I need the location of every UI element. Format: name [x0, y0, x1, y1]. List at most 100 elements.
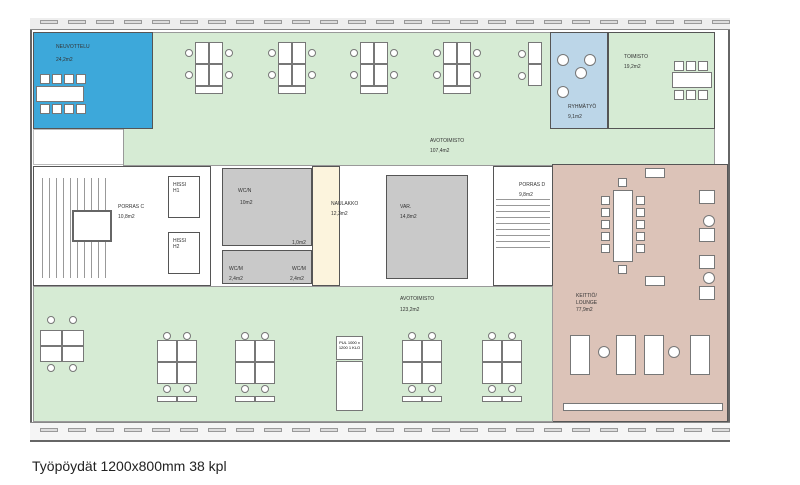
window — [488, 20, 506, 24]
chair — [636, 244, 645, 253]
chair — [163, 385, 171, 393]
window — [292, 428, 310, 432]
window — [124, 20, 142, 24]
window — [432, 428, 450, 432]
chair — [674, 90, 684, 100]
desk — [528, 64, 542, 86]
chair — [261, 332, 269, 340]
chair — [686, 61, 696, 71]
dining-table — [613, 190, 633, 262]
window — [600, 20, 618, 24]
chair — [408, 332, 416, 340]
wc-n-area: 10m2 — [240, 200, 253, 206]
window — [236, 20, 254, 24]
window — [348, 20, 366, 24]
chair — [674, 61, 684, 71]
window — [488, 428, 506, 432]
wc-small-area: 1,0m2 — [292, 240, 306, 246]
desk-return — [278, 86, 306, 94]
sofa — [644, 335, 664, 375]
armchair — [699, 286, 715, 300]
round-table — [575, 67, 587, 79]
window — [712, 428, 730, 432]
chair — [601, 208, 610, 217]
armchair — [699, 255, 715, 269]
window — [236, 428, 254, 432]
chair — [698, 90, 708, 100]
avotoimisto-bottom-name: AVOTOIMISTO — [400, 296, 435, 302]
lounge-chair — [557, 54, 569, 66]
desk — [502, 396, 522, 402]
desk — [195, 42, 209, 64]
chair — [473, 71, 481, 79]
desk — [255, 340, 275, 362]
room-ryhmatyo — [550, 32, 608, 129]
chair — [390, 49, 398, 57]
room-wc-m — [222, 250, 312, 284]
chair — [47, 316, 55, 324]
chair — [601, 244, 610, 253]
window — [600, 428, 618, 432]
window — [96, 428, 114, 432]
window — [180, 20, 198, 24]
desk — [292, 64, 306, 86]
armchair — [699, 228, 715, 242]
window — [460, 20, 478, 24]
hissi-1-code: H1 — [173, 188, 180, 194]
desk-return — [443, 86, 471, 94]
wc-n-name: WC/N — [238, 188, 252, 194]
window — [292, 20, 310, 24]
room-hissi-1 — [168, 176, 200, 218]
neuvottelu-name: NEUVOTTELU — [56, 44, 90, 50]
room-keittio — [552, 164, 728, 422]
sofa — [570, 335, 590, 375]
window — [516, 20, 534, 24]
desk — [374, 64, 388, 86]
chair — [618, 265, 627, 274]
chair — [76, 74, 86, 84]
naulakko-area: 12,3m2 — [331, 211, 348, 217]
window — [348, 428, 366, 432]
porras-d-name: PORRAS D — [519, 182, 546, 188]
chair — [225, 49, 233, 57]
desk — [40, 330, 62, 346]
window — [40, 20, 58, 24]
chair — [52, 104, 62, 114]
window — [628, 20, 646, 24]
side-table — [703, 272, 715, 284]
chair — [308, 71, 316, 79]
window — [404, 20, 422, 24]
room-var — [386, 175, 468, 279]
desk — [402, 362, 422, 384]
window — [656, 428, 674, 432]
avotoimisto-bottom-area: 123,2m2 — [400, 307, 420, 313]
window — [264, 428, 282, 432]
desk — [157, 340, 177, 362]
room-wc-n — [222, 168, 312, 246]
desk — [482, 340, 502, 362]
desk — [402, 396, 422, 402]
chair — [350, 49, 358, 57]
side-table — [703, 215, 715, 227]
chair — [52, 74, 62, 84]
chair — [601, 220, 610, 229]
desk — [62, 330, 84, 346]
desk — [457, 64, 471, 86]
desk — [422, 396, 442, 402]
chair — [601, 196, 610, 205]
desk — [40, 346, 62, 362]
wc-m2-area: 2,4m2 — [290, 276, 304, 282]
window — [152, 20, 170, 24]
desk — [255, 362, 275, 384]
chair — [636, 208, 645, 217]
chair — [518, 72, 526, 80]
chair — [64, 104, 74, 114]
window — [572, 428, 590, 432]
bench — [645, 168, 665, 178]
wc-m1-area: 2,4m2 — [229, 276, 243, 282]
desk — [278, 42, 292, 64]
porras-c-area: 10,8m2 — [118, 214, 135, 220]
printer-table — [336, 361, 363, 411]
chair — [183, 385, 191, 393]
desk — [502, 362, 522, 384]
